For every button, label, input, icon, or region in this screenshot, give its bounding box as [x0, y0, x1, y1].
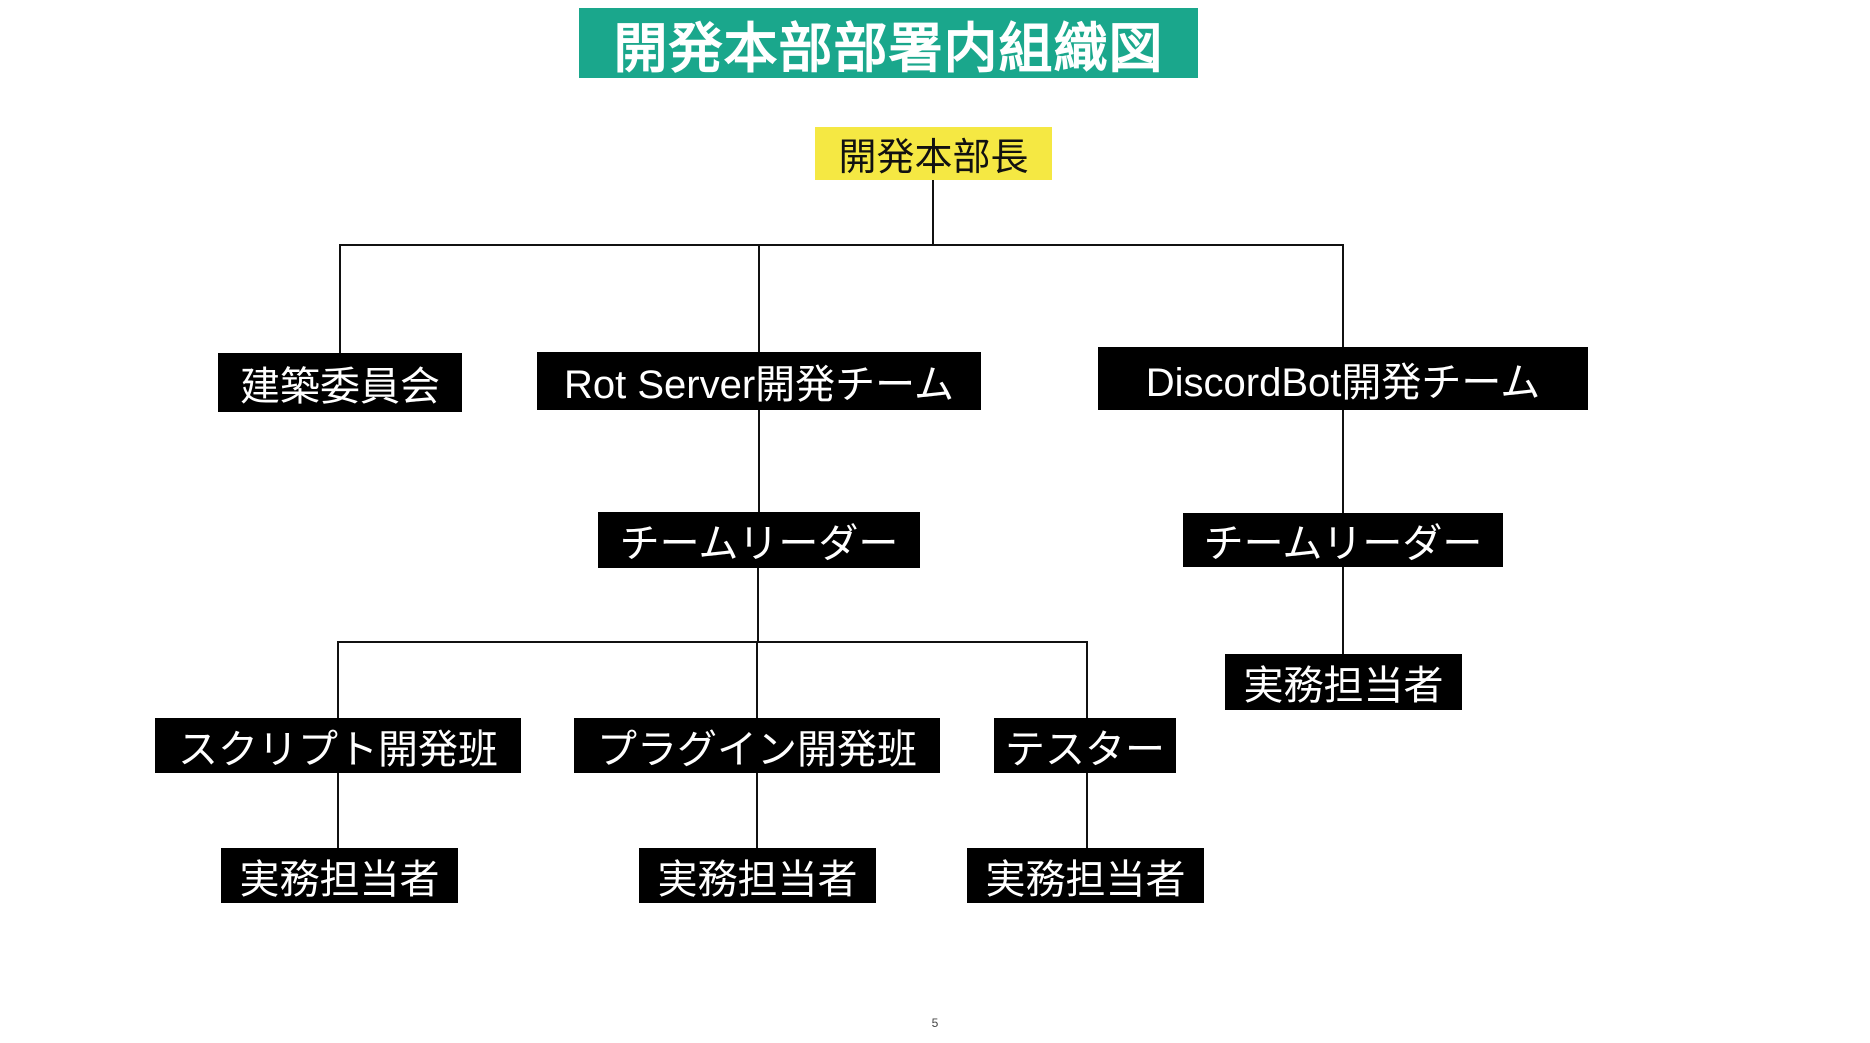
node-plugin-dev-group: プラグイン開発班 [574, 718, 940, 773]
node-rot-server-team: Rot Server開発チーム [537, 352, 981, 410]
node-team-leader-rot: チームリーダー [598, 512, 920, 568]
connector-tester-to-staff [1086, 773, 1088, 848]
connector-top-horizontal [339, 244, 1344, 246]
node-discordbot-team: DiscordBot開発チーム [1098, 347, 1588, 410]
org-chart-title: 開発本部部署内組織図 [579, 8, 1198, 79]
node-staff-script: 実務担当者 [221, 848, 458, 903]
node-staff-discord: 実務担当者 [1225, 654, 1462, 710]
connector-to-tester-group [1086, 642, 1088, 718]
node-team-leader-discord: チームリーダー [1183, 513, 1503, 567]
page-number: 5 [931, 1016, 939, 1030]
connector-to-committee [339, 245, 341, 353]
node-staff-tester: 実務担当者 [967, 848, 1204, 903]
connector-to-plugin-group [756, 642, 758, 718]
node-staff-plugin: 実務担当者 [639, 848, 876, 903]
node-tester-group: テスター [994, 718, 1176, 773]
connector-rot-to-leader [758, 410, 760, 512]
connector-head-down [932, 180, 934, 245]
node-script-dev-group: スクリプト開発班 [155, 718, 521, 773]
connector-to-rot-team [758, 245, 760, 352]
connector-script-to-staff [337, 773, 339, 848]
connector-leader-rot-down [757, 568, 759, 642]
connector-discord-to-leader [1342, 410, 1344, 513]
connector-plugin-to-staff [756, 773, 758, 848]
connector-leader-to-staff-discord [1342, 567, 1344, 654]
node-dev-division-head: 開発本部長 [815, 127, 1052, 180]
node-architecture-committee: 建築委員会 [218, 353, 462, 412]
connector-to-discord-team [1342, 245, 1344, 347]
connector-sub-horizontal [337, 641, 1088, 643]
connector-to-script-group [337, 642, 339, 718]
